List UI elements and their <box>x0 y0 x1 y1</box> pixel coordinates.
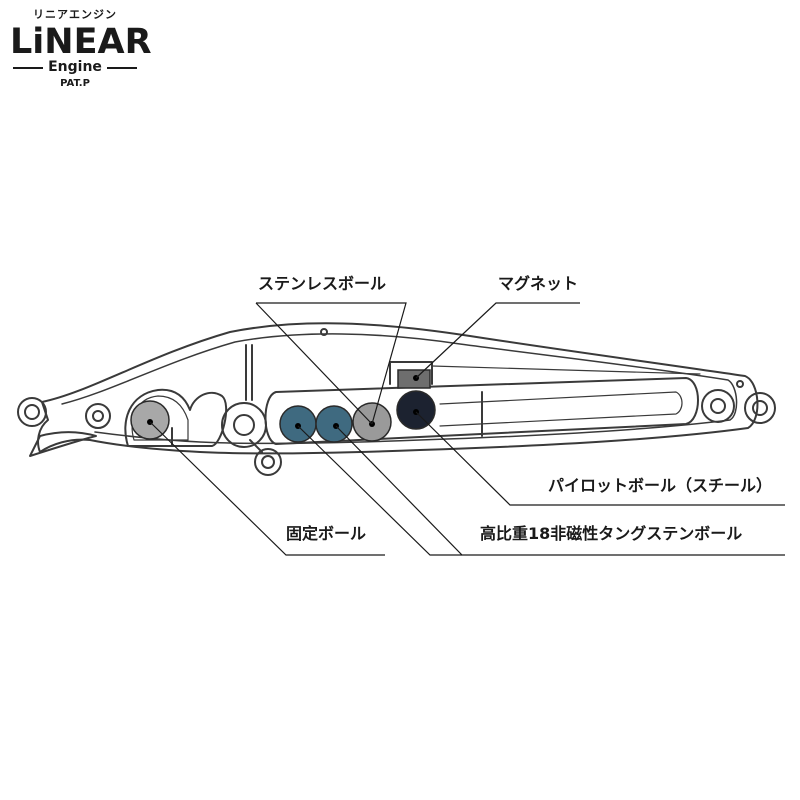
rear-eye-ring <box>744 392 776 424</box>
front-eye-hole <box>24 404 40 420</box>
leader-magnet <box>415 302 580 379</box>
top-mark <box>320 328 328 336</box>
belly-eye-hole <box>261 455 275 469</box>
logo-sub: Engine <box>48 59 102 75</box>
logo-kana: リニアエンジン <box>33 8 117 21</box>
ball-rail-track <box>264 377 699 445</box>
label-fixed-ball: 固定ボール <box>286 524 367 543</box>
logo-sub-row: Engine <box>10 59 140 75</box>
leader-tungsten-2 <box>297 425 462 556</box>
leader-stainless-2 <box>255 302 373 425</box>
label-stainless-ball: ステンレスボール <box>258 274 387 293</box>
leader-stainless <box>256 302 407 425</box>
lure-lip <box>29 431 97 457</box>
magnet-housing <box>389 361 433 385</box>
logo-rule-left <box>13 67 43 69</box>
front-pivot-ring <box>85 403 111 429</box>
leader-fixed <box>149 421 385 556</box>
lure-body-outline <box>37 322 759 455</box>
belly-eye-ring <box>254 448 282 476</box>
lure-body-inner-outline <box>61 333 738 445</box>
logo-patent: PAT.P <box>60 78 90 89</box>
logo-name: LiNEAR <box>10 22 152 62</box>
front-eye-ring <box>17 397 47 427</box>
label-pilot-ball: パイロットボール（スチール） <box>548 476 773 495</box>
belly-hanger-inner <box>233 414 255 436</box>
logo-rule-right <box>107 67 137 69</box>
rear-hanger-ring <box>701 389 735 423</box>
tail-mark <box>736 380 744 388</box>
belly-eye-link <box>249 439 263 453</box>
leader-pilot <box>415 411 785 506</box>
label-tungsten-ball: 高比重18非磁性タングステンボール <box>480 524 743 543</box>
fixed-ball-chamber <box>124 388 228 447</box>
rear-hanger-hole <box>710 398 726 414</box>
ball-rail-inner <box>439 391 683 427</box>
rear-eye-hole <box>752 400 768 416</box>
belly-hanger-ring <box>221 402 267 448</box>
label-magnet: マグネット <box>498 274 579 293</box>
magnet-rod <box>431 365 701 375</box>
front-pivot-hole <box>92 410 104 422</box>
linear-engine-logo: リニアエンジン LiNEAR Engine PAT.P <box>10 6 152 98</box>
